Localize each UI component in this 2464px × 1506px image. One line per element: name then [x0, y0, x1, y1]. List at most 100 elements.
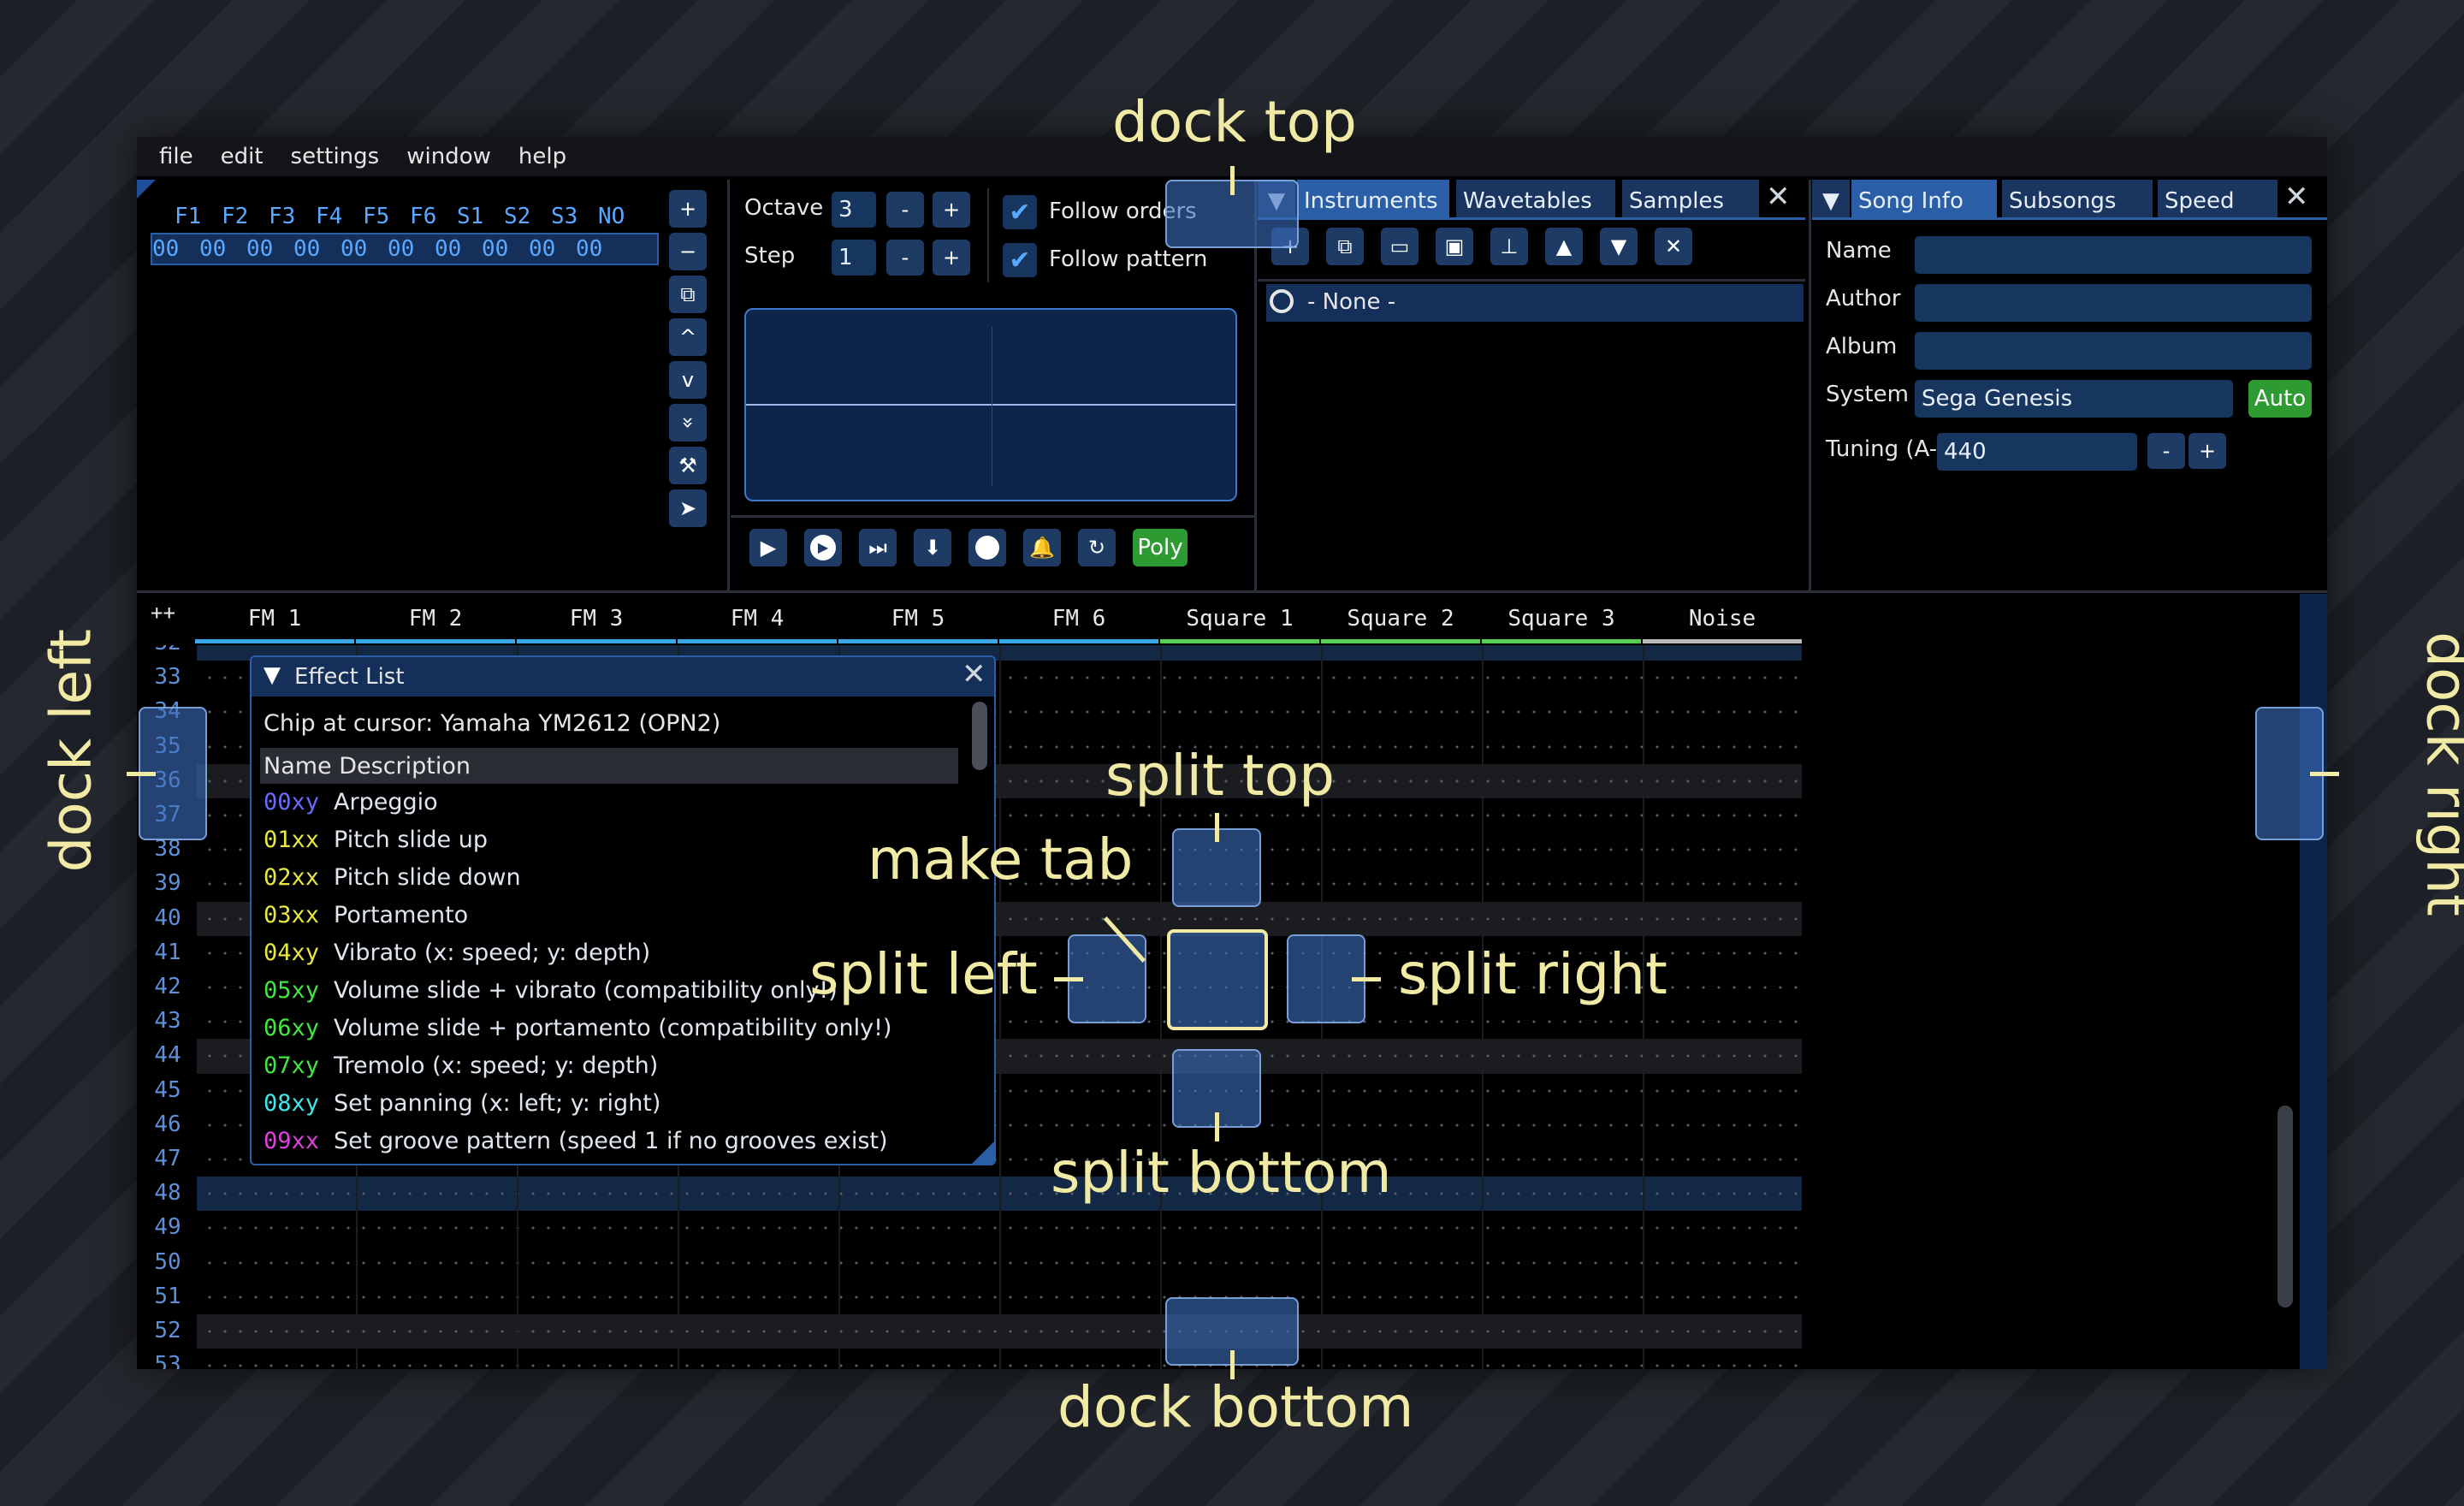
name-label: Name	[1826, 238, 1892, 264]
channel-header[interactable]: Square 1	[1160, 594, 1319, 643]
tuning-minus-button[interactable]: -	[2147, 433, 2185, 469]
step-row-button[interactable]: ⬇	[914, 529, 951, 566]
effect-list-item[interactable]: 07xyTremolo (x: speed; y: depth)	[264, 1052, 658, 1079]
step-play-button[interactable]: ⏭	[859, 529, 897, 566]
instrument-toolbar-button[interactable]: ▼	[1600, 228, 1638, 265]
effect-list-item[interactable]: 06xyVolume slide + portamento (compatibi…	[264, 1015, 891, 1041]
album-input[interactable]	[1915, 332, 2312, 370]
close-icon[interactable]: ✕	[1766, 180, 1791, 214]
menu-edit[interactable]: edit	[221, 144, 264, 169]
oscilloscope[interactable]	[744, 308, 1237, 501]
order-cell[interactable]: 00	[576, 236, 602, 262]
menu-triangle-icon: ▼	[1822, 188, 1839, 214]
order-button[interactable]: »	[669, 404, 707, 442]
name-input[interactable]	[1915, 236, 2312, 274]
channel-header[interactable]: Square 3	[1482, 594, 1641, 643]
tab-samples[interactable]: Samples	[1622, 180, 1759, 217]
pattern-scrollbar-thumb[interactable]	[2277, 1106, 2293, 1307]
effect-list-item[interactable]: 08xySet panning (x: left; y: right)	[264, 1090, 660, 1117]
play-button[interactable]: ▶	[749, 529, 787, 566]
effect-list-item[interactable]: 04xyVibrato (x: speed; y: depth)	[264, 940, 650, 966]
order-button[interactable]: ⚒	[669, 447, 707, 484]
order-cell[interactable]: 00	[435, 236, 461, 262]
order-cell[interactable]: 00	[388, 236, 414, 262]
channel-header[interactable]: FM 5	[838, 594, 998, 643]
record-icon	[975, 536, 999, 560]
instrument-toolbar-button[interactable]: ▣	[1436, 228, 1473, 265]
tab-song-info[interactable]: Song Info	[1851, 180, 1997, 217]
order-button[interactable]: v	[669, 361, 707, 399]
order-cell[interactable]: 00	[246, 236, 273, 262]
channel-header[interactable]: FM 4	[678, 594, 837, 643]
resize-grip[interactable]	[972, 1141, 994, 1164]
order-cell[interactable]: 00	[341, 236, 367, 262]
play-from-start-button[interactable]: ▶	[804, 529, 842, 566]
repeat-pattern-button[interactable]: ↻	[1078, 529, 1116, 566]
order-row[interactable]: 00 00 00 00 00 00 00 00 00 00	[151, 236, 664, 264]
order-cell[interactable]: 00	[482, 236, 508, 262]
instrument-toolbar-button[interactable]: ⧉	[1326, 228, 1364, 265]
metronome-button[interactable]: 🔔	[1023, 529, 1061, 566]
order-button[interactable]: −	[669, 233, 707, 270]
effect-list-scrollbar-thumb[interactable]	[972, 702, 987, 770]
octave-input[interactable]: 3	[832, 192, 876, 228]
close-icon[interactable]: ✕	[962, 657, 986, 691]
order-cell[interactable]: 00	[529, 236, 555, 262]
effect-list-item[interactable]: 00xyArpeggio	[264, 789, 438, 815]
tuning-input[interactable]: 440	[1937, 433, 2137, 471]
channel-header[interactable]: FM 2	[356, 594, 515, 643]
order-cell[interactable]: 00	[199, 236, 226, 262]
channel-header[interactable]: Square 2	[1321, 594, 1480, 643]
order-channel-header: F5	[363, 204, 389, 229]
effect-list-titlebar[interactable]: ▼ Effect List ✕	[252, 657, 994, 697]
instrument-toolbar-button[interactable]: ▲	[1545, 228, 1583, 265]
make-tab-target[interactable]	[1167, 929, 1268, 1030]
order-cell[interactable]: 00	[152, 236, 179, 262]
order-button[interactable]: ^	[669, 318, 707, 356]
poly-button[interactable]: Poly	[1133, 529, 1188, 566]
record-button[interactable]	[968, 529, 1006, 566]
tuning-plus-button[interactable]: +	[2189, 433, 2226, 469]
instrument-toolbar-button[interactable]: ✕	[1655, 228, 1692, 265]
channel-header[interactable]: FM 1	[195, 594, 354, 643]
follow-orders-checkbox[interactable]: ✔	[1003, 195, 1037, 229]
menu-file[interactable]: file	[159, 144, 193, 169]
octave-minus-button[interactable]: -	[886, 192, 924, 228]
step-plus-button[interactable]: +	[933, 240, 970, 276]
channel-header[interactable]: FM 6	[999, 594, 1158, 643]
menu-settings[interactable]: settings	[291, 144, 380, 169]
row-number: 53	[137, 1352, 198, 1369]
tab-subsongs[interactable]: Subsongs	[2002, 180, 2153, 217]
effect-list-item[interactable]: 09xxSet groove pattern (speed 1 if no gr…	[264, 1128, 888, 1154]
system-auto-button[interactable]: Auto	[2248, 380, 2312, 418]
menu-window[interactable]: window	[406, 144, 491, 169]
follow-pattern-checkbox[interactable]: ✔	[1003, 243, 1037, 277]
step-minus-button[interactable]: -	[886, 240, 924, 276]
pattern-corner-button[interactable]: ++	[151, 601, 175, 625]
channel-header[interactable]: FM 3	[517, 594, 676, 643]
effect-list-item[interactable]: 02xxPitch slide down	[264, 864, 521, 891]
order-button[interactable]: +	[669, 190, 707, 228]
song-info-menu-tab[interactable]: ▼	[1812, 180, 1850, 217]
tab-instruments[interactable]: Instruments	[1297, 180, 1449, 217]
system-input[interactable]: Sega Genesis	[1915, 380, 2233, 418]
author-input[interactable]	[1915, 284, 2312, 322]
effect-list-item[interactable]: 01xxPitch slide up	[264, 827, 488, 853]
menu-help[interactable]: help	[518, 144, 566, 169]
instrument-toolbar-button[interactable]: ⊥	[1490, 228, 1528, 265]
effect-list-item[interactable]: 03xxPortamento	[264, 902, 468, 928]
instrument-toolbar-button[interactable]: ▭	[1381, 228, 1419, 265]
effect-list-item[interactable]: 05xyVolume slide + vibrato (compatibilit…	[264, 977, 838, 1004]
channel-header[interactable]: Noise	[1643, 594, 1802, 643]
instrument-list-item[interactable]: - None -	[1266, 284, 1804, 322]
collapse-triangle-icon[interactable]: ▼	[264, 662, 281, 688]
bell-icon: 🔔	[1029, 536, 1055, 560]
octave-plus-button[interactable]: +	[933, 192, 970, 228]
order-button[interactable]: ⧉	[669, 276, 707, 313]
step-input[interactable]: 1	[832, 240, 876, 276]
tab-wavetables[interactable]: Wavetables	[1456, 180, 1615, 217]
tab-speed[interactable]: Speed	[2158, 180, 2277, 217]
close-icon[interactable]: ✕	[2284, 180, 2309, 214]
order-button[interactable]: ➤	[669, 489, 707, 527]
order-cell[interactable]: 00	[293, 236, 320, 262]
